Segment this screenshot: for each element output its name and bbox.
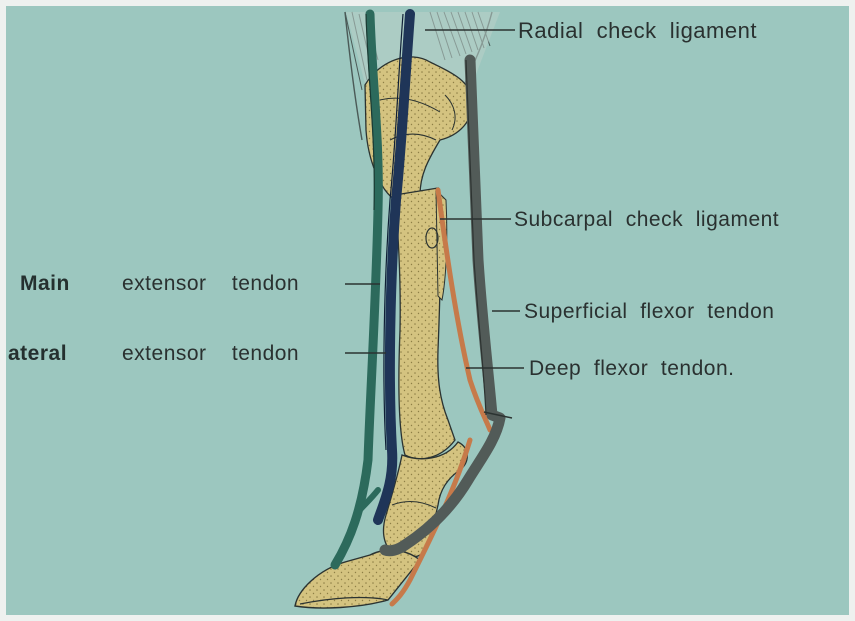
label-lateral-extensor-head: ateral (8, 343, 67, 364)
label-main-extensor-tendon: extensor tendon (122, 273, 299, 294)
hoof (295, 550, 420, 608)
label-superficial-flexor-tendon: Superficial flexor tendon (524, 301, 774, 322)
label-lateral-extensor-tendon: extensor tendon (122, 343, 299, 364)
lateral-extensor-tendon (335, 14, 378, 565)
label-radial-check-ligament: Radial check ligament (518, 20, 757, 42)
label-main-extensor-head: Main (20, 273, 70, 294)
label-subcarpal-check-ligament: Subcarpal check ligament (514, 209, 779, 230)
label-deep-flexor-tendon: Deep flexor tendon. (529, 358, 734, 379)
